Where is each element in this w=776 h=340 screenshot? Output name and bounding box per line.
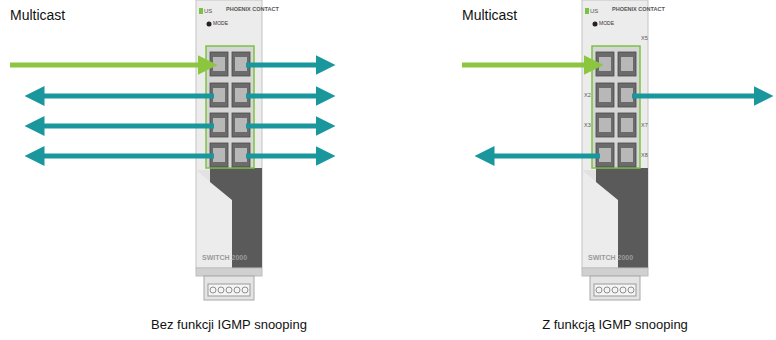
brand-logo: PHOENIX CONTACT (612, 6, 665, 12)
heading-label: Multicast (10, 8, 65, 23)
switch-left (196, 0, 262, 300)
caption-label: Bez funkcji IGMP snooping (151, 318, 307, 332)
port-label: X7 (641, 122, 648, 128)
model-label: SWITCH 2000 (202, 254, 247, 262)
port-label: X8 (641, 152, 648, 158)
port-label: X2 (584, 92, 591, 98)
model-label: SWITCH 2000 (588, 254, 633, 262)
caption-label: Z funkcją IGMP snooping (542, 318, 688, 332)
port-label: X5 (641, 35, 648, 41)
led-label: US (590, 8, 598, 15)
brand-logo: PHOENIX CONTACT (226, 6, 279, 12)
heading-label: Multicast (462, 8, 517, 23)
button-label: MODE (213, 21, 228, 27)
led-label: US (204, 8, 212, 15)
button-label: MODE (599, 21, 614, 27)
switch-right (582, 0, 648, 300)
port-label: X3 (584, 122, 591, 128)
